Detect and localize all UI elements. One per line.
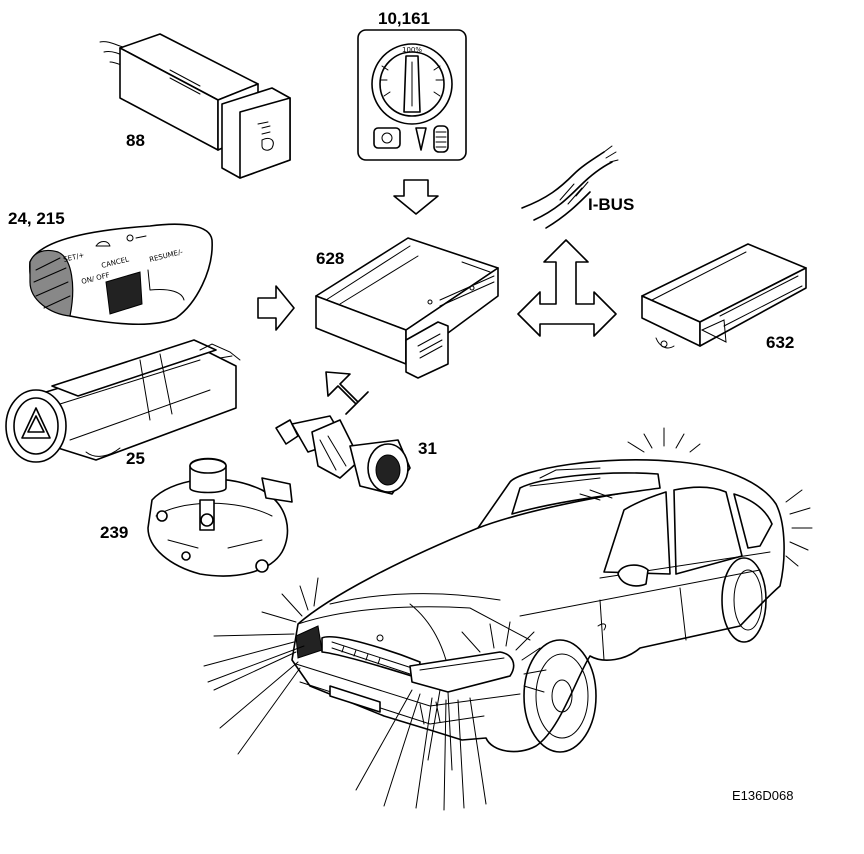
figure-code: E136D068	[732, 788, 793, 803]
arrow-down-icon	[393, 179, 439, 215]
arrow-right-icon	[257, 285, 295, 331]
electronic-module-632	[641, 243, 807, 349]
i-bus-cable	[521, 145, 619, 229]
label-24-215: 24, 215	[8, 209, 65, 228]
label-628: 628	[316, 249, 344, 268]
label-10-161: 10,161	[378, 9, 430, 28]
fog-light-switch	[99, 33, 291, 179]
brake-sensor-31	[275, 415, 411, 495]
label-632: 632	[766, 333, 794, 352]
label-25: 25	[126, 449, 145, 468]
throttle-actuator-239	[147, 457, 293, 577]
label-88: 88	[126, 131, 145, 150]
dial-marking: 100%	[402, 46, 422, 54]
label-31: 31	[418, 439, 437, 458]
label-i-bus: I-BUS	[588, 195, 634, 214]
headlight-switch-panel: 100%	[357, 29, 467, 161]
arrow-up-right-icon	[325, 371, 369, 415]
three-way-arrow-icon	[517, 239, 617, 337]
light-rays	[203, 427, 813, 811]
cruise-control-stalk: SET/+ ON/ OFF CANCEL RESUME/-	[29, 223, 213, 326]
label-239: 239	[100, 523, 128, 542]
hazard-warning-switch	[5, 339, 241, 463]
car-illustration	[291, 459, 785, 753]
cruise-control-module	[315, 237, 499, 379]
